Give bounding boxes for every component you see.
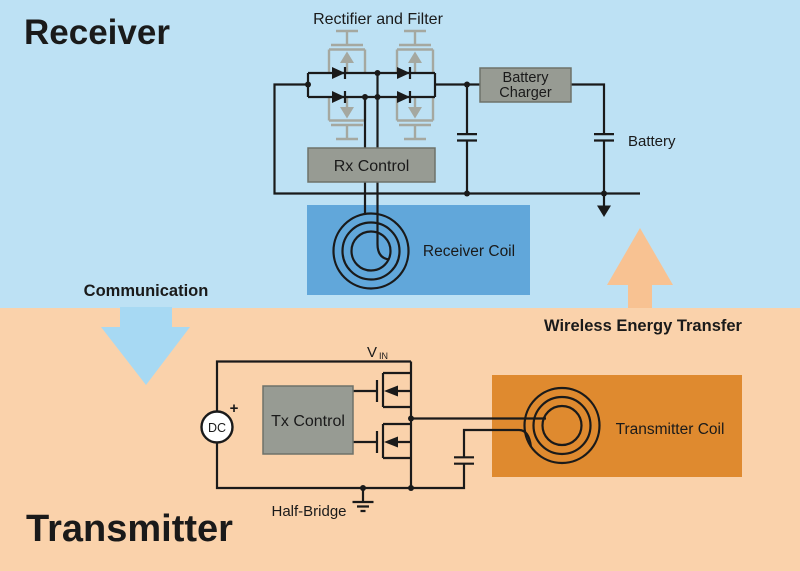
vin-subscript: IN bbox=[379, 351, 388, 361]
vin-label: V bbox=[367, 344, 377, 361]
transmitter-coil-label: Transmitter Coil bbox=[616, 421, 725, 438]
dc-source-label: DC bbox=[208, 421, 226, 435]
dc-source-icon: DC + bbox=[200, 400, 239, 444]
ground-icon bbox=[352, 488, 374, 513]
receiver-wires bbox=[273, 71, 640, 217]
battery-charger-box bbox=[479, 67, 572, 103]
transmitter-junction-dots bbox=[360, 415, 414, 491]
battery-label: Battery bbox=[628, 133, 676, 150]
rx-control-box bbox=[307, 147, 436, 183]
rx-control-label: Rx Control bbox=[334, 158, 410, 175]
transmitter-coil-icon bbox=[523, 386, 601, 465]
battery-charger-label-line1: Battery bbox=[503, 70, 550, 86]
dc-loop bbox=[215, 360, 466, 490]
receiver-input-and-ground-rail bbox=[273, 83, 640, 195]
receiver-coil-box bbox=[307, 205, 530, 295]
rectifier-filter-label: Rectifier and Filter bbox=[313, 11, 443, 28]
half-bridge-label: Half-Bridge bbox=[271, 503, 346, 520]
receiver-coil-label: Receiver Coil bbox=[423, 243, 515, 260]
dc-plus-sign: + bbox=[230, 400, 239, 417]
battery-charger-label-line2: Charger bbox=[499, 85, 552, 101]
wireless-energy-label: Wireless Energy Transfer bbox=[544, 317, 743, 335]
tx-control-box bbox=[262, 385, 354, 455]
gate-wires bbox=[350, 389, 377, 444]
transmitter-section-title: Transmitter bbox=[26, 508, 233, 550]
wireless-energy-arrow bbox=[607, 228, 673, 308]
battery-branch bbox=[571, 83, 606, 194]
receiver-junction-dots bbox=[305, 70, 607, 197]
coil-to-rectifier-wires bbox=[363, 97, 379, 148]
receiver-section-title: Receiver bbox=[24, 13, 170, 52]
tx-control-label: Tx Control bbox=[271, 413, 345, 430]
resonant-cap-wire bbox=[462, 428, 533, 458]
communication-label: Communication bbox=[84, 282, 209, 300]
receiver-coil-icon bbox=[332, 182, 410, 290]
communication-arrow bbox=[101, 307, 190, 385]
down-arrow-icon bbox=[597, 205, 611, 217]
